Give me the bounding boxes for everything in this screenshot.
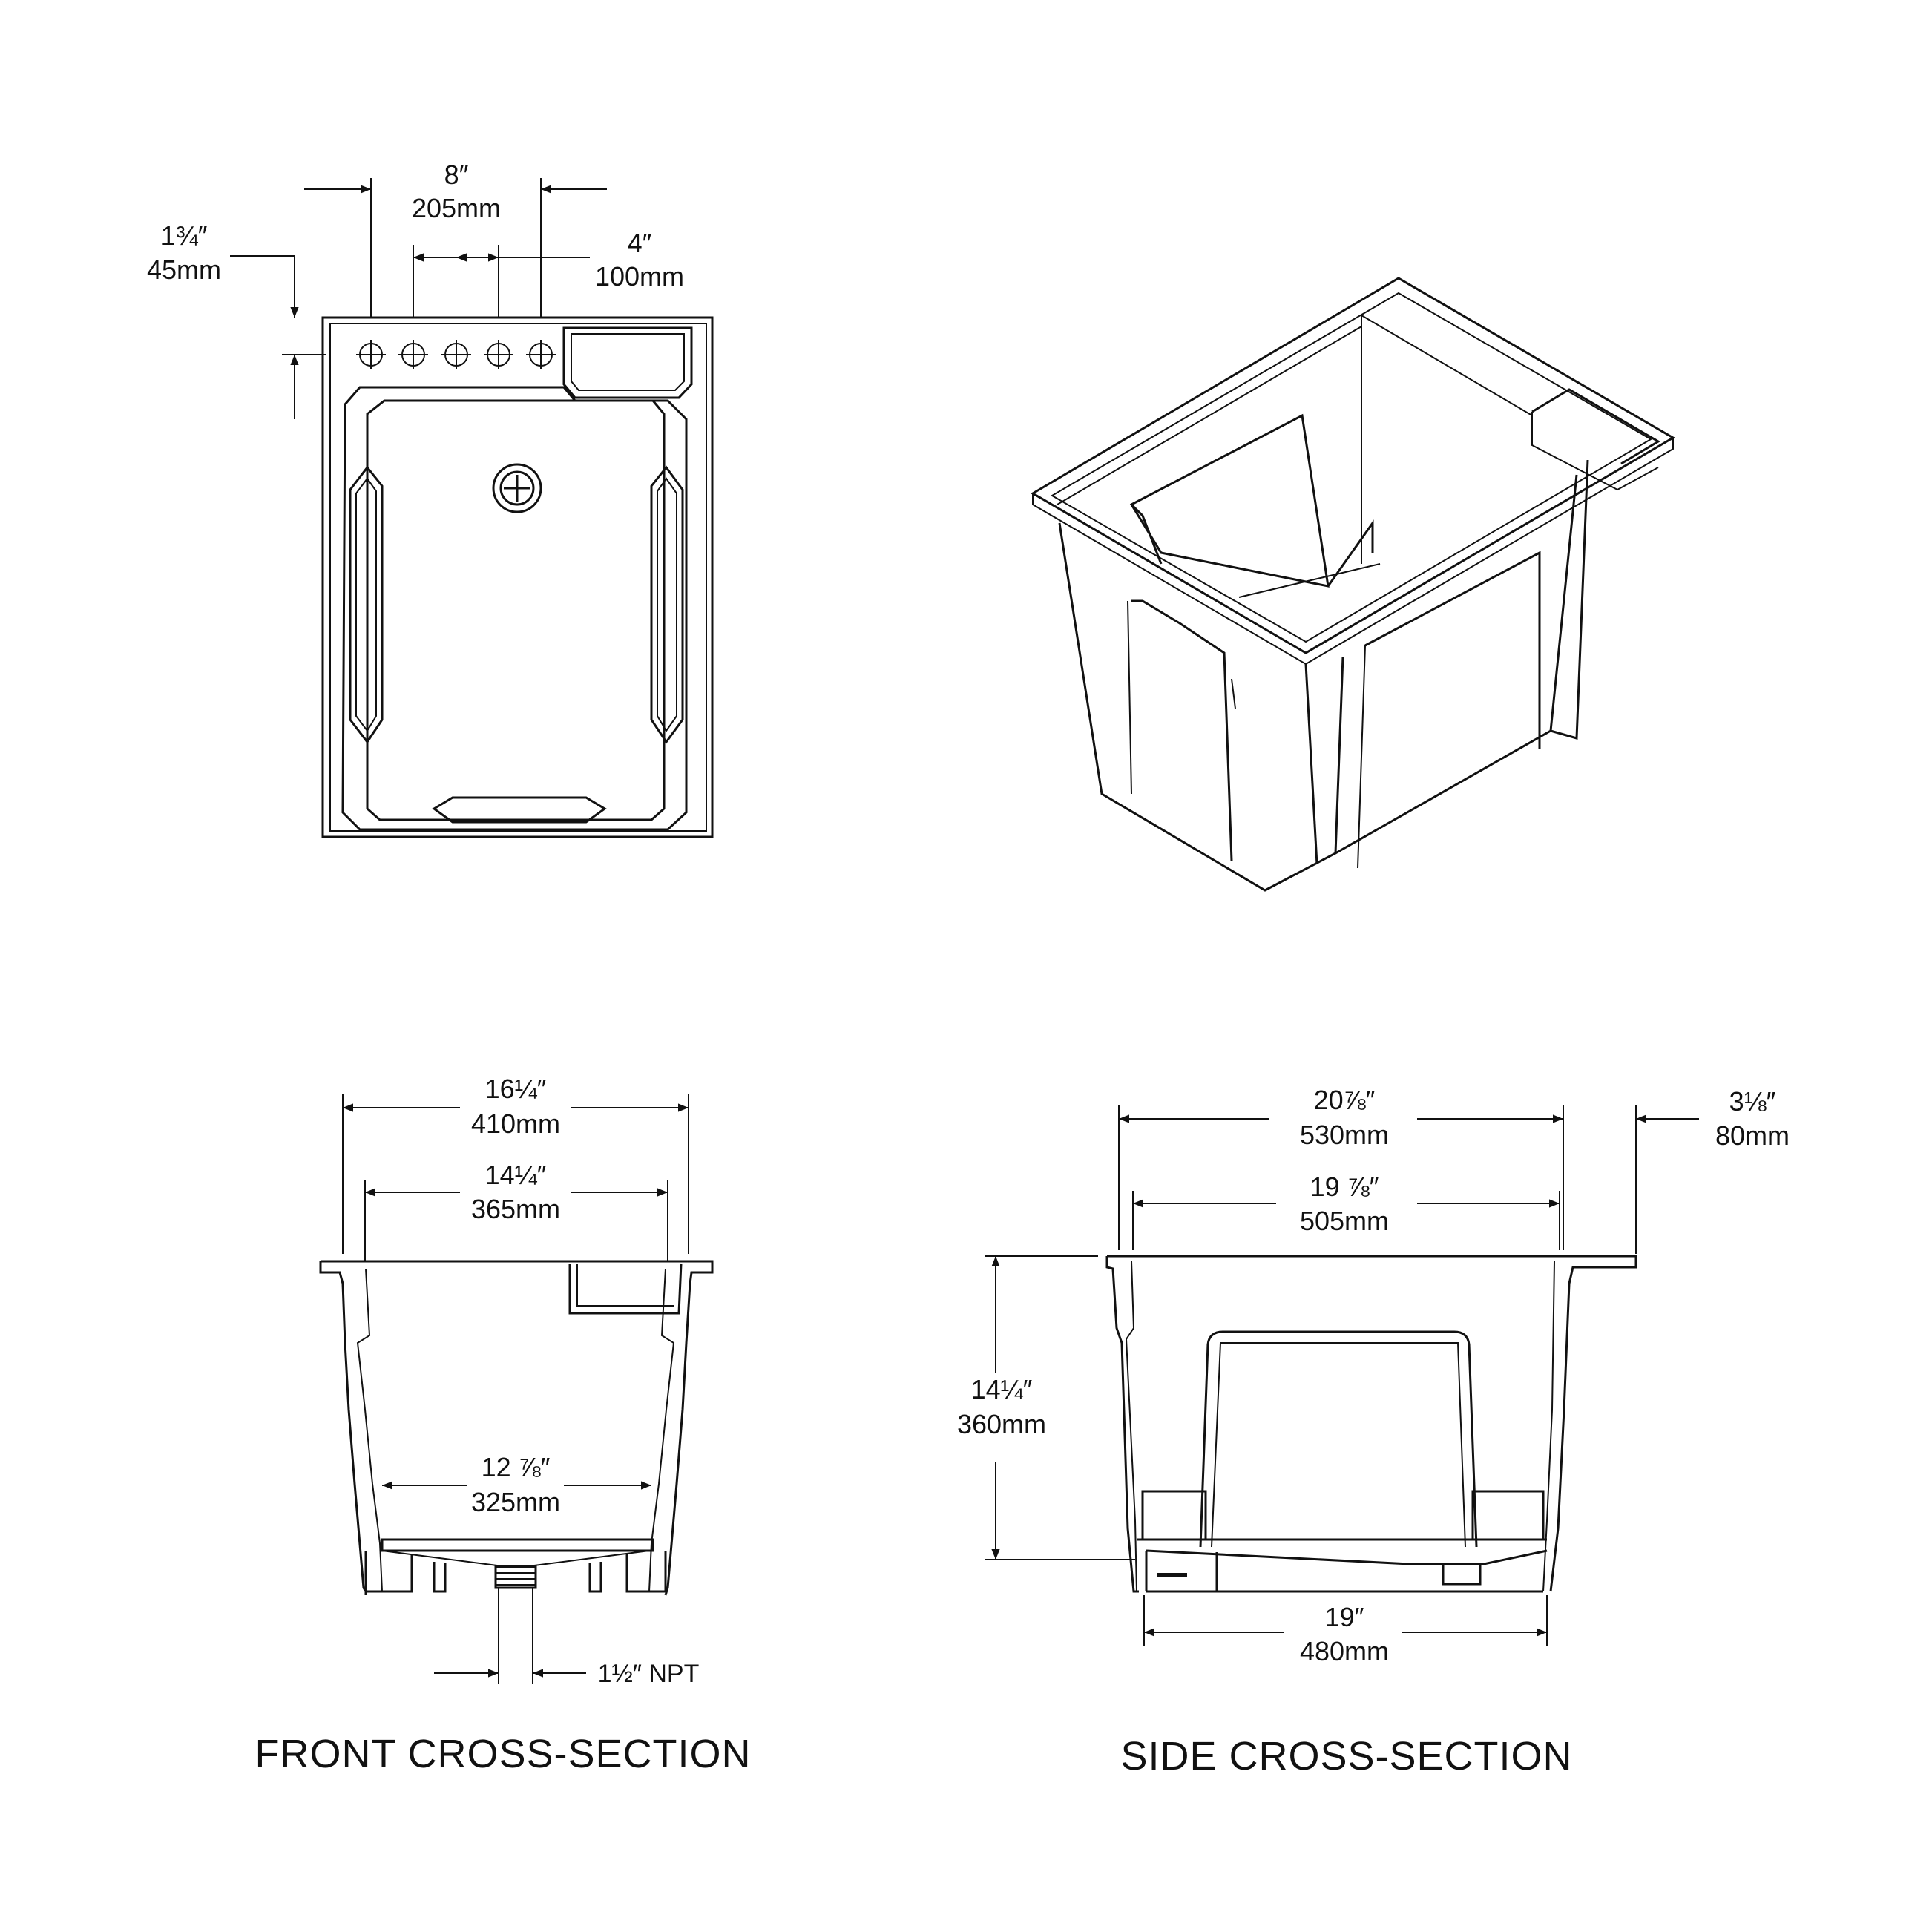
isometric-view [1031,277,1675,892]
side-bottom-length-metric: 480mm [1300,1636,1389,1666]
hole-offset-metric: 100mm [595,261,684,292]
side-depth-metric: 360mm [957,1409,1046,1439]
side-overall-length-imperial: 20⅞″ [1314,1085,1376,1115]
hole-spacing-metric: 205mm [412,193,501,223]
front-inner-width-metric: 365mm [471,1194,560,1224]
dim-side-flange: 3⅛″ 80mm [1635,1086,1790,1254]
front-cross-section-title: FRONT CROSS-SECTION [254,1732,751,1776]
side-flange-imperial: 3⅛″ [1729,1086,1776,1117]
drain-npt-label: 1½″ NPT [598,1660,700,1688]
front-inner-width-imperial: 14¼″ [485,1160,547,1190]
hole-offset-imperial: 4″ [628,228,652,258]
side-inner-length-metric: 505mm [1300,1206,1389,1236]
dim-side-bottom-length: 19″ 480mm [1143,1595,1548,1666]
dim-hole-spacing: 8″ 205mm [304,160,607,318]
front-bottom-width-metric: 325mm [471,1487,560,1517]
side-inner-length-imperial: 19 ⅞″ [1310,1172,1379,1202]
dim-side-overall-length: 20⅞″ 530mm [1118,1085,1564,1250]
hole-spacing-imperial: 8″ [444,160,469,190]
front-overall-width-metric: 410mm [471,1108,560,1139]
dim-hole-offset: 4″ 100mm [413,228,684,318]
side-cross-section-title: SIDE CROSS-SECTION [1120,1734,1572,1778]
dim-drain-npt: 1½″ NPT [434,1660,699,1688]
side-flange-metric: 80mm [1715,1120,1790,1151]
faucet-holes [356,340,556,369]
side-cross-section: 20⅞″ 530mm 19 ⅞″ 505mm 3⅛″ 80mm 14¼″ 360 [957,1085,1790,1778]
front-overall-width-imperial: 16¼″ [485,1074,547,1104]
side-depth-imperial: 14¼″ [971,1374,1033,1404]
front-bottom-width-imperial: 12 ⅞″ [482,1452,551,1482]
side-bottom-length-imperial: 19″ [1325,1602,1364,1632]
edge-offset-metric: 45mm [147,254,221,285]
edge-offset-imperial: 1¾″ [161,220,208,251]
top-view: 8″ 205mm 4″ 100mm 1¾″ 45mm [147,160,714,838]
dim-edge-offset: 1¾″ 45mm [147,220,326,419]
dim-side-inner-length: 19 ⅞″ 505mm [1132,1172,1560,1250]
dim-front-overall-width: 16¼″ 410mm [342,1074,689,1254]
top-view-outline [321,316,714,838]
dim-front-bottom-width: 12 ⅞″ 325mm [382,1452,651,1517]
dim-front-inner-width: 14¼″ 365mm [364,1160,668,1261]
front-cross-section: 16¼″ 410mm 14¼″ 365mm 12 ⅞″ 325mm 1½″ NP… [254,1074,751,1776]
dim-side-depth: 14¼″ 360mm [957,1255,1135,1560]
side-overall-length-metric: 530mm [1300,1120,1389,1150]
